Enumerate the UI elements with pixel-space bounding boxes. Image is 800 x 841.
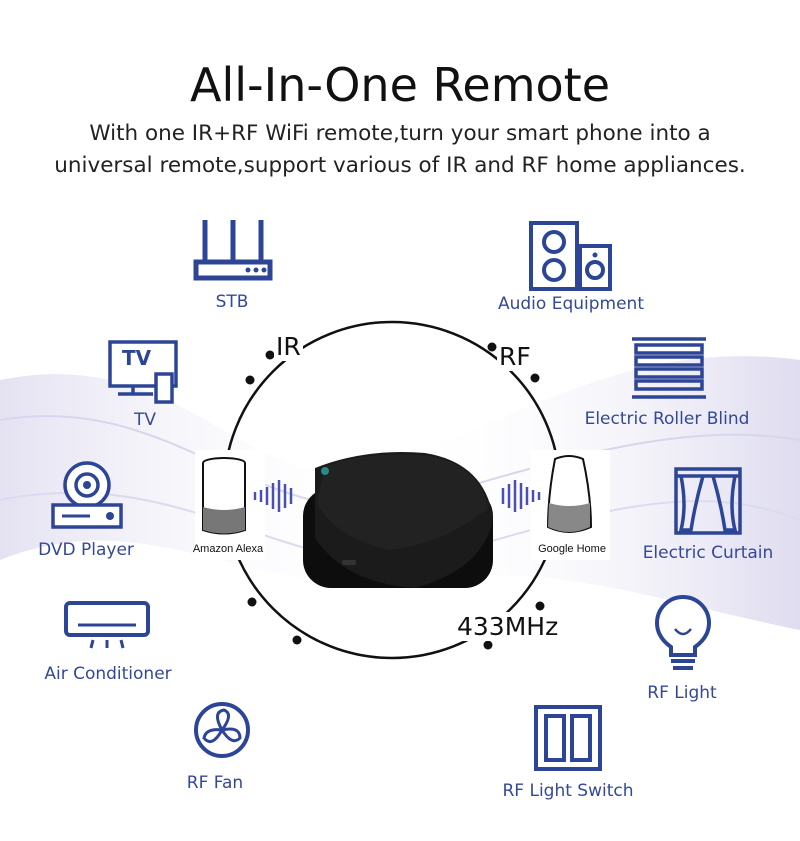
rf-light-label: RF Light [647, 683, 717, 703]
connection-dot [535, 601, 545, 611]
connection-dot [292, 635, 302, 645]
speaker-icon [529, 221, 612, 291]
electric-roller-blind-label: Electric Roller Blind [584, 409, 750, 429]
amazon-alexa-speaker-icon [202, 457, 246, 535]
connection-dot [483, 640, 493, 650]
stb-label: STB [215, 292, 249, 312]
dvd-player-label: DVD Player [38, 540, 134, 560]
sound-wave-icon [501, 480, 541, 512]
dvd-player-icon [51, 461, 123, 529]
light-bulb-icon [654, 595, 712, 670]
audio-equipment-label: Audio Equipment [497, 294, 645, 314]
google-home-label: Google Home [538, 543, 606, 555]
connection-dot [247, 597, 257, 607]
amazon-alexa-label: Amazon Alexa [192, 543, 264, 555]
tv-icon: TV [108, 340, 178, 406]
connection-dot [265, 350, 275, 360]
ir-label: IR [274, 332, 303, 361]
subtitle-line-2: universal remote,support various of IR a… [54, 153, 746, 178]
page-title: All-In-One Remote [190, 58, 610, 112]
router-icon [193, 220, 273, 281]
tv-icon-text: TV [122, 346, 152, 370]
curtain-icon [674, 467, 742, 535]
sound-wave-icon [253, 480, 293, 512]
rf-light-switch-label: RF Light Switch [502, 781, 634, 801]
fan-icon [194, 702, 250, 758]
connection-dot [530, 373, 540, 383]
google-home-speaker-icon [546, 455, 593, 533]
rf-label: RF [497, 342, 533, 371]
air-conditioner-icon [64, 601, 150, 649]
subtitle-line-1: With one IR+RF WiFi remote,turn your sma… [89, 121, 711, 146]
rf-fan-label: RF Fan [186, 773, 244, 793]
air-conditioner-label: Air Conditioner [44, 664, 172, 684]
connection-dot [245, 375, 255, 385]
wifi-ir-rf-hub [303, 452, 493, 588]
roller-blind-icon [632, 337, 706, 399]
tv-label: TV [133, 410, 157, 430]
connection-dot [487, 342, 497, 352]
light-switch-icon [534, 705, 602, 771]
electric-curtain-label: Electric Curtain [642, 543, 774, 563]
frequency-label: 433MHz [455, 612, 561, 641]
